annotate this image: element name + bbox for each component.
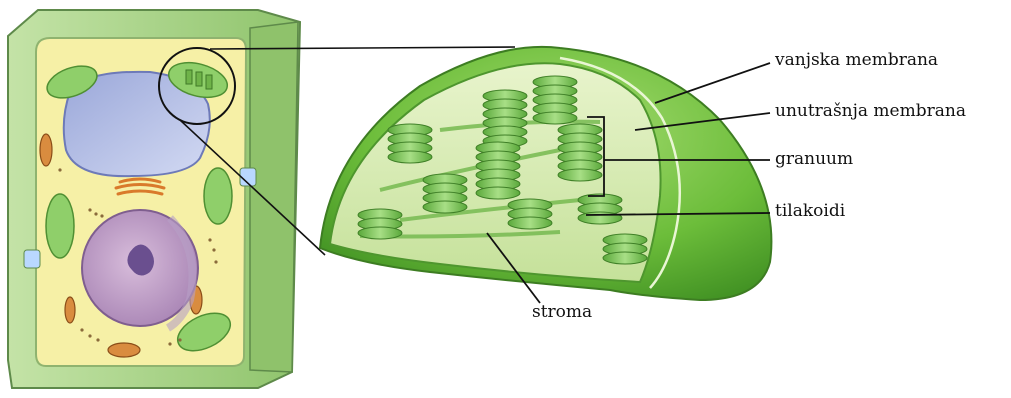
cell-chloroplast <box>204 168 232 224</box>
thylakoid-disc <box>423 201 467 213</box>
thylakoid-disc <box>358 227 402 239</box>
thylakoid-disc <box>388 151 432 163</box>
plant-cell <box>8 10 300 388</box>
label-stroma: stroma <box>532 302 592 322</box>
thylakoid-disc <box>476 187 520 199</box>
thylakoid-disc <box>603 252 647 264</box>
label-outer-membrane: vanjska membrana <box>775 50 938 70</box>
cell-chloroplast <box>46 194 74 258</box>
thylakoid-disc <box>508 217 552 229</box>
label-inner-membrane: unutrašnja membrana <box>775 101 966 121</box>
label-granum: granuum <box>775 149 853 169</box>
thylakoid-disc <box>558 169 602 181</box>
chloroplast <box>320 47 771 300</box>
thylakoid-disc <box>533 112 577 124</box>
label-thylakoids: tilakoidi <box>775 201 845 221</box>
